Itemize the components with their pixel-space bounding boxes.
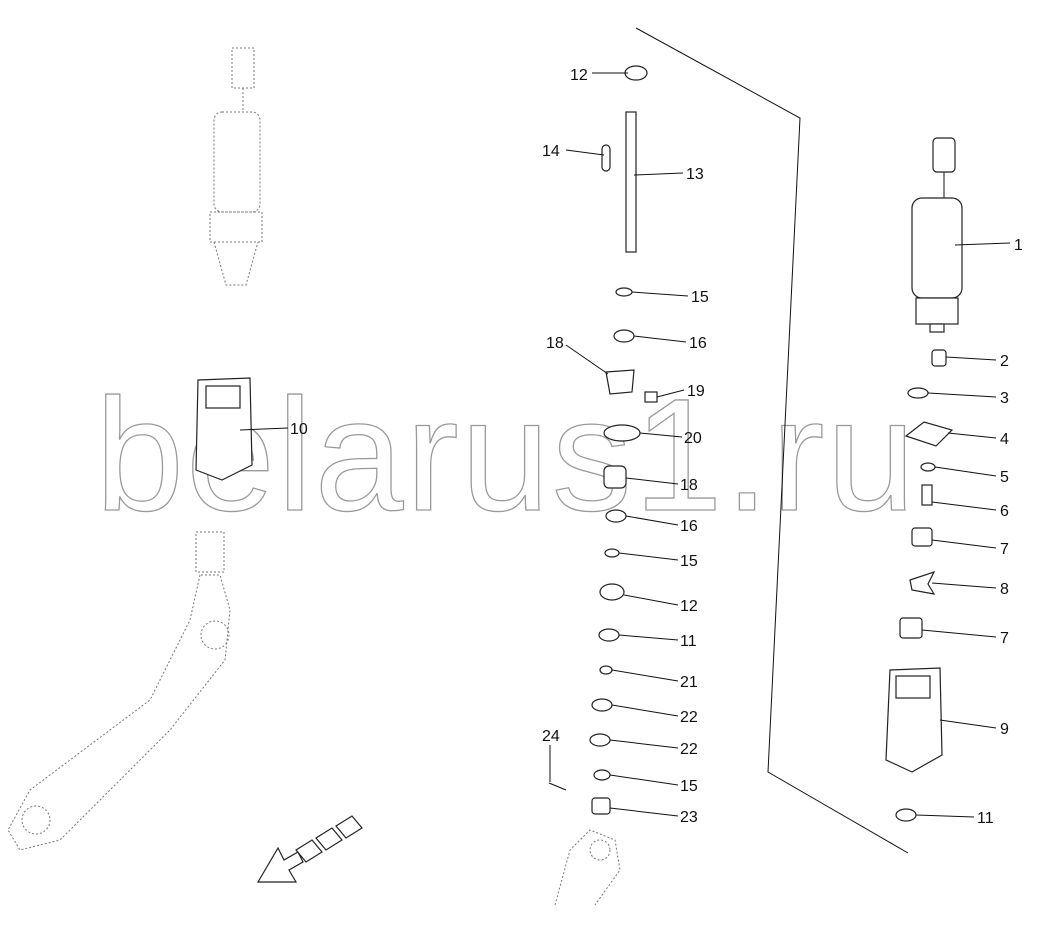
callout-23: 23	[680, 809, 698, 826]
callout-19: 19	[687, 383, 705, 400]
callout-15c: 15	[680, 778, 698, 795]
callout-16: 16	[689, 335, 707, 352]
part-bracket-10	[195, 377, 253, 481]
part-ring-15b	[604, 548, 620, 558]
part-coupling-7b	[899, 617, 923, 639]
part-ring-5	[920, 462, 936, 472]
callout-3: 3	[1000, 390, 1009, 407]
callout-11b: 11	[977, 810, 994, 827]
callout-15: 15	[691, 289, 709, 306]
part-washer-3	[907, 387, 929, 399]
part-seal-16	[613, 329, 635, 343]
ghost-pedal-lever	[7, 531, 231, 851]
callout-2: 2	[1000, 353, 1009, 370]
callout-14: 14	[542, 143, 560, 160]
part-ring-20	[603, 424, 641, 442]
callout-20: 20	[684, 430, 702, 447]
callout-1: 1	[1014, 237, 1023, 254]
part-ring-21	[599, 665, 613, 675]
part-ring-15c	[593, 769, 611, 781]
part-shock-absorber	[911, 137, 963, 333]
ghost-lever-bottom	[554, 829, 621, 906]
part-bearing-12	[624, 65, 648, 81]
callout-24: 24	[542, 728, 560, 745]
callout-12b: 12	[680, 598, 698, 615]
part-pin-6	[921, 484, 933, 506]
part-nut-23	[591, 797, 611, 815]
callout-18b: 18	[680, 477, 698, 494]
callout-18: 18	[546, 335, 564, 352]
part-plate-4	[904, 421, 954, 447]
callout-7b: 7	[1000, 630, 1009, 647]
callout-13: 13	[686, 166, 704, 183]
part-bracket-9	[885, 667, 943, 773]
callout-7: 7	[1000, 541, 1009, 558]
part-bolt-2	[931, 349, 947, 367]
part-coupling-7	[911, 527, 933, 547]
part-washer-11b	[895, 808, 917, 822]
part-shaft-13	[625, 111, 637, 253]
callout-4: 4	[1000, 431, 1009, 448]
callout-10: 10	[290, 421, 308, 438]
ghost-shock-absorber	[209, 47, 263, 286]
callout-12: 12	[570, 67, 588, 84]
callout-22b: 22	[680, 741, 698, 758]
part-seal-16b	[605, 509, 627, 523]
callout-8: 8	[1000, 581, 1009, 598]
direction-arrow-icon	[256, 815, 363, 883]
callout-5: 5	[1000, 469, 1009, 486]
callout-15b: 15	[680, 553, 698, 570]
part-star-8	[909, 570, 936, 595]
leader-lines	[239, 72, 1011, 818]
part-washer-22b	[589, 733, 611, 747]
part-bushing-18	[605, 369, 635, 395]
part-ring-15	[615, 287, 633, 297]
part-bushing-18b	[603, 465, 627, 489]
callout-9: 9	[1000, 721, 1009, 738]
part-pin-24	[548, 782, 567, 791]
callout-6: 6	[1000, 503, 1009, 520]
part-nut-19	[644, 391, 658, 403]
assembly-boundary-line	[635, 27, 909, 854]
callout-11: 11	[680, 633, 697, 650]
part-bearing-12b	[599, 583, 625, 601]
callout-21: 21	[680, 674, 698, 691]
part-key-14	[601, 144, 611, 172]
part-washer-22	[591, 698, 613, 712]
part-washer-11	[598, 628, 620, 642]
callout-22: 22	[680, 709, 698, 726]
callout-16b: 16	[680, 518, 698, 535]
